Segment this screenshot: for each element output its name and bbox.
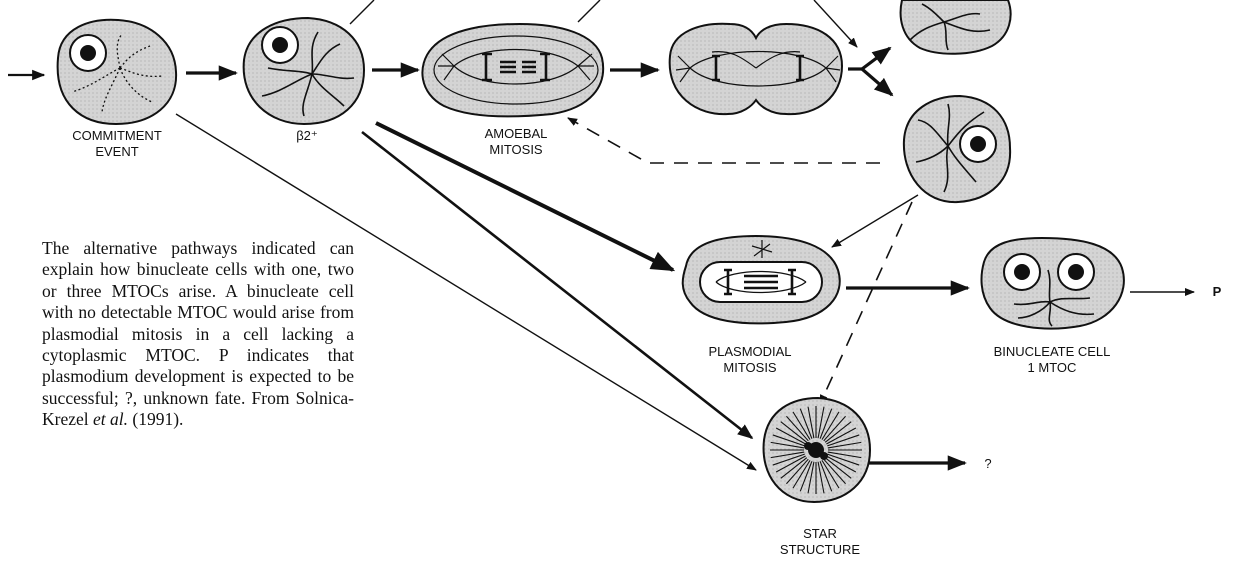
label-line: AMOEBAL	[466, 126, 566, 142]
label-line: MITOSIS	[690, 360, 810, 376]
cell-icon	[244, 18, 364, 124]
plasmodial-mitosis-cell	[683, 236, 840, 323]
figure-caption: The alternative pathways indicated can e…	[42, 238, 354, 431]
label-plasmodial-mitosis: PLASMODIAL MITOSIS	[690, 344, 810, 376]
cell-icon	[670, 24, 842, 114]
arrow-icon	[862, 48, 890, 69]
binucleate-cell	[982, 238, 1124, 329]
label-line: β2⁺	[282, 128, 332, 144]
label-line: STRUCTURE	[770, 542, 870, 558]
label-commitment-event: COMMITMENT EVENT	[62, 128, 172, 160]
label-line: STAR	[770, 526, 870, 542]
label-line: MITOSIS	[466, 142, 566, 158]
caption-citation: (1991).	[132, 409, 183, 429]
label-line: PLASMODIAL	[690, 344, 810, 360]
label-line: 1 MTOC	[982, 360, 1122, 376]
commitment-cell	[58, 20, 176, 124]
cell-icon	[58, 20, 176, 124]
label-line: BINUCLEATE CELL	[982, 344, 1122, 360]
dashed-arrow-icon	[568, 118, 880, 163]
label-line: EVENT	[62, 144, 172, 160]
pathway-line	[350, 0, 374, 24]
label-star-structure: STAR STRUCTURE	[770, 526, 870, 558]
arrow-icon	[862, 69, 892, 95]
cell-icon	[982, 238, 1124, 329]
caption-italic: et al.	[93, 409, 128, 429]
cleavage-cell	[670, 24, 842, 114]
cell-icon	[422, 24, 603, 116]
label-binucleate-cell: BINUCLEATE CELL 1 MTOC	[982, 344, 1122, 376]
outcome-p: P	[1207, 284, 1227, 300]
arrow-icon	[832, 195, 918, 247]
daughter-cell-top	[901, 0, 1011, 54]
label-line: COMMITMENT	[62, 128, 172, 144]
daughter-cell-right	[904, 96, 1010, 202]
dashed-arrow-icon	[820, 202, 912, 404]
pathway-line	[578, 0, 600, 22]
label-amoebal-mitosis: AMOEBAL MITOSIS	[466, 126, 566, 158]
amoebal-mitosis-cell	[422, 24, 603, 116]
star-structure-cell	[764, 398, 870, 502]
label-beta2: β2⁺	[282, 128, 332, 144]
outcome-unknown: ?	[978, 456, 998, 472]
beta2-cell	[244, 18, 364, 124]
caption-text: The alternative pathways indicated can e…	[42, 238, 354, 429]
